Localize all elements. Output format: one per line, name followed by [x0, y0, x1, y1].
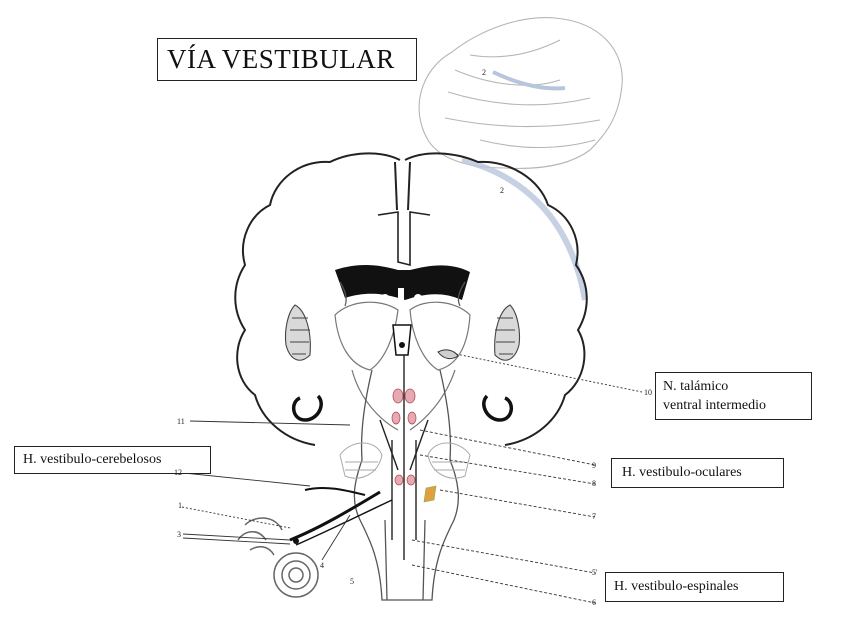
aqueduct	[399, 342, 405, 348]
hippocampus-right	[482, 394, 513, 422]
thalamic-label-line1: N. talámico	[663, 379, 729, 394]
lateral-ventricles	[335, 265, 470, 300]
cerebellum	[339, 442, 471, 479]
vestibular-ganglion	[293, 538, 299, 544]
number-label: 5'	[592, 568, 598, 577]
thalamic-label-line2: ventral intermedio	[663, 398, 767, 413]
radiation-highlight-lower	[461, 157, 588, 301]
number-label: 9	[592, 461, 596, 470]
vestibulo-spinal-label: H. vestibulo-espinales	[605, 572, 784, 602]
number-label: 12	[174, 468, 182, 477]
vestibulo-cerebellar-label: H. vestibulo-cerebelosos	[14, 446, 211, 474]
leader-lines	[181, 353, 643, 604]
thalamic-nucleus	[437, 349, 459, 360]
number-label: 4	[320, 561, 324, 570]
number-label: 8	[592, 479, 596, 488]
number-label: 6	[592, 598, 596, 607]
number-label: 10	[644, 388, 652, 397]
brainstem-outline	[353, 369, 460, 601]
thalamus-region	[334, 281, 471, 431]
number-label: 2	[482, 68, 486, 77]
vestibular-nuclei	[391, 388, 417, 486]
radiation-highlight-upper	[492, 70, 566, 91]
thalamic-nucleus-label: N. talámico ventral intermedio	[655, 372, 812, 420]
insula-right	[494, 304, 521, 361]
orange-nucleus	[423, 485, 437, 503]
insula-left	[284, 304, 311, 361]
number-label: 1	[178, 501, 182, 510]
ventricle-details	[381, 288, 422, 302]
number-label: 11	[177, 417, 185, 426]
number-label: 2	[500, 186, 504, 195]
diagram-title: VÍA VESTIBULAR	[157, 38, 417, 81]
number-label: 5	[350, 577, 354, 586]
third-ventricle	[392, 324, 412, 356]
labyrinth	[237, 517, 319, 598]
coronal-brain-outline	[234, 152, 588, 446]
vestibular-nerve	[289, 486, 393, 546]
vestibulo-ocular-label: H. vestibulo-oculares	[611, 458, 784, 488]
midline-fibers	[379, 355, 429, 560]
cortex-outline	[418, 17, 623, 169]
number-label: 3	[177, 530, 181, 539]
hippocampus-left	[292, 394, 323, 422]
number-label: 7	[592, 512, 596, 521]
